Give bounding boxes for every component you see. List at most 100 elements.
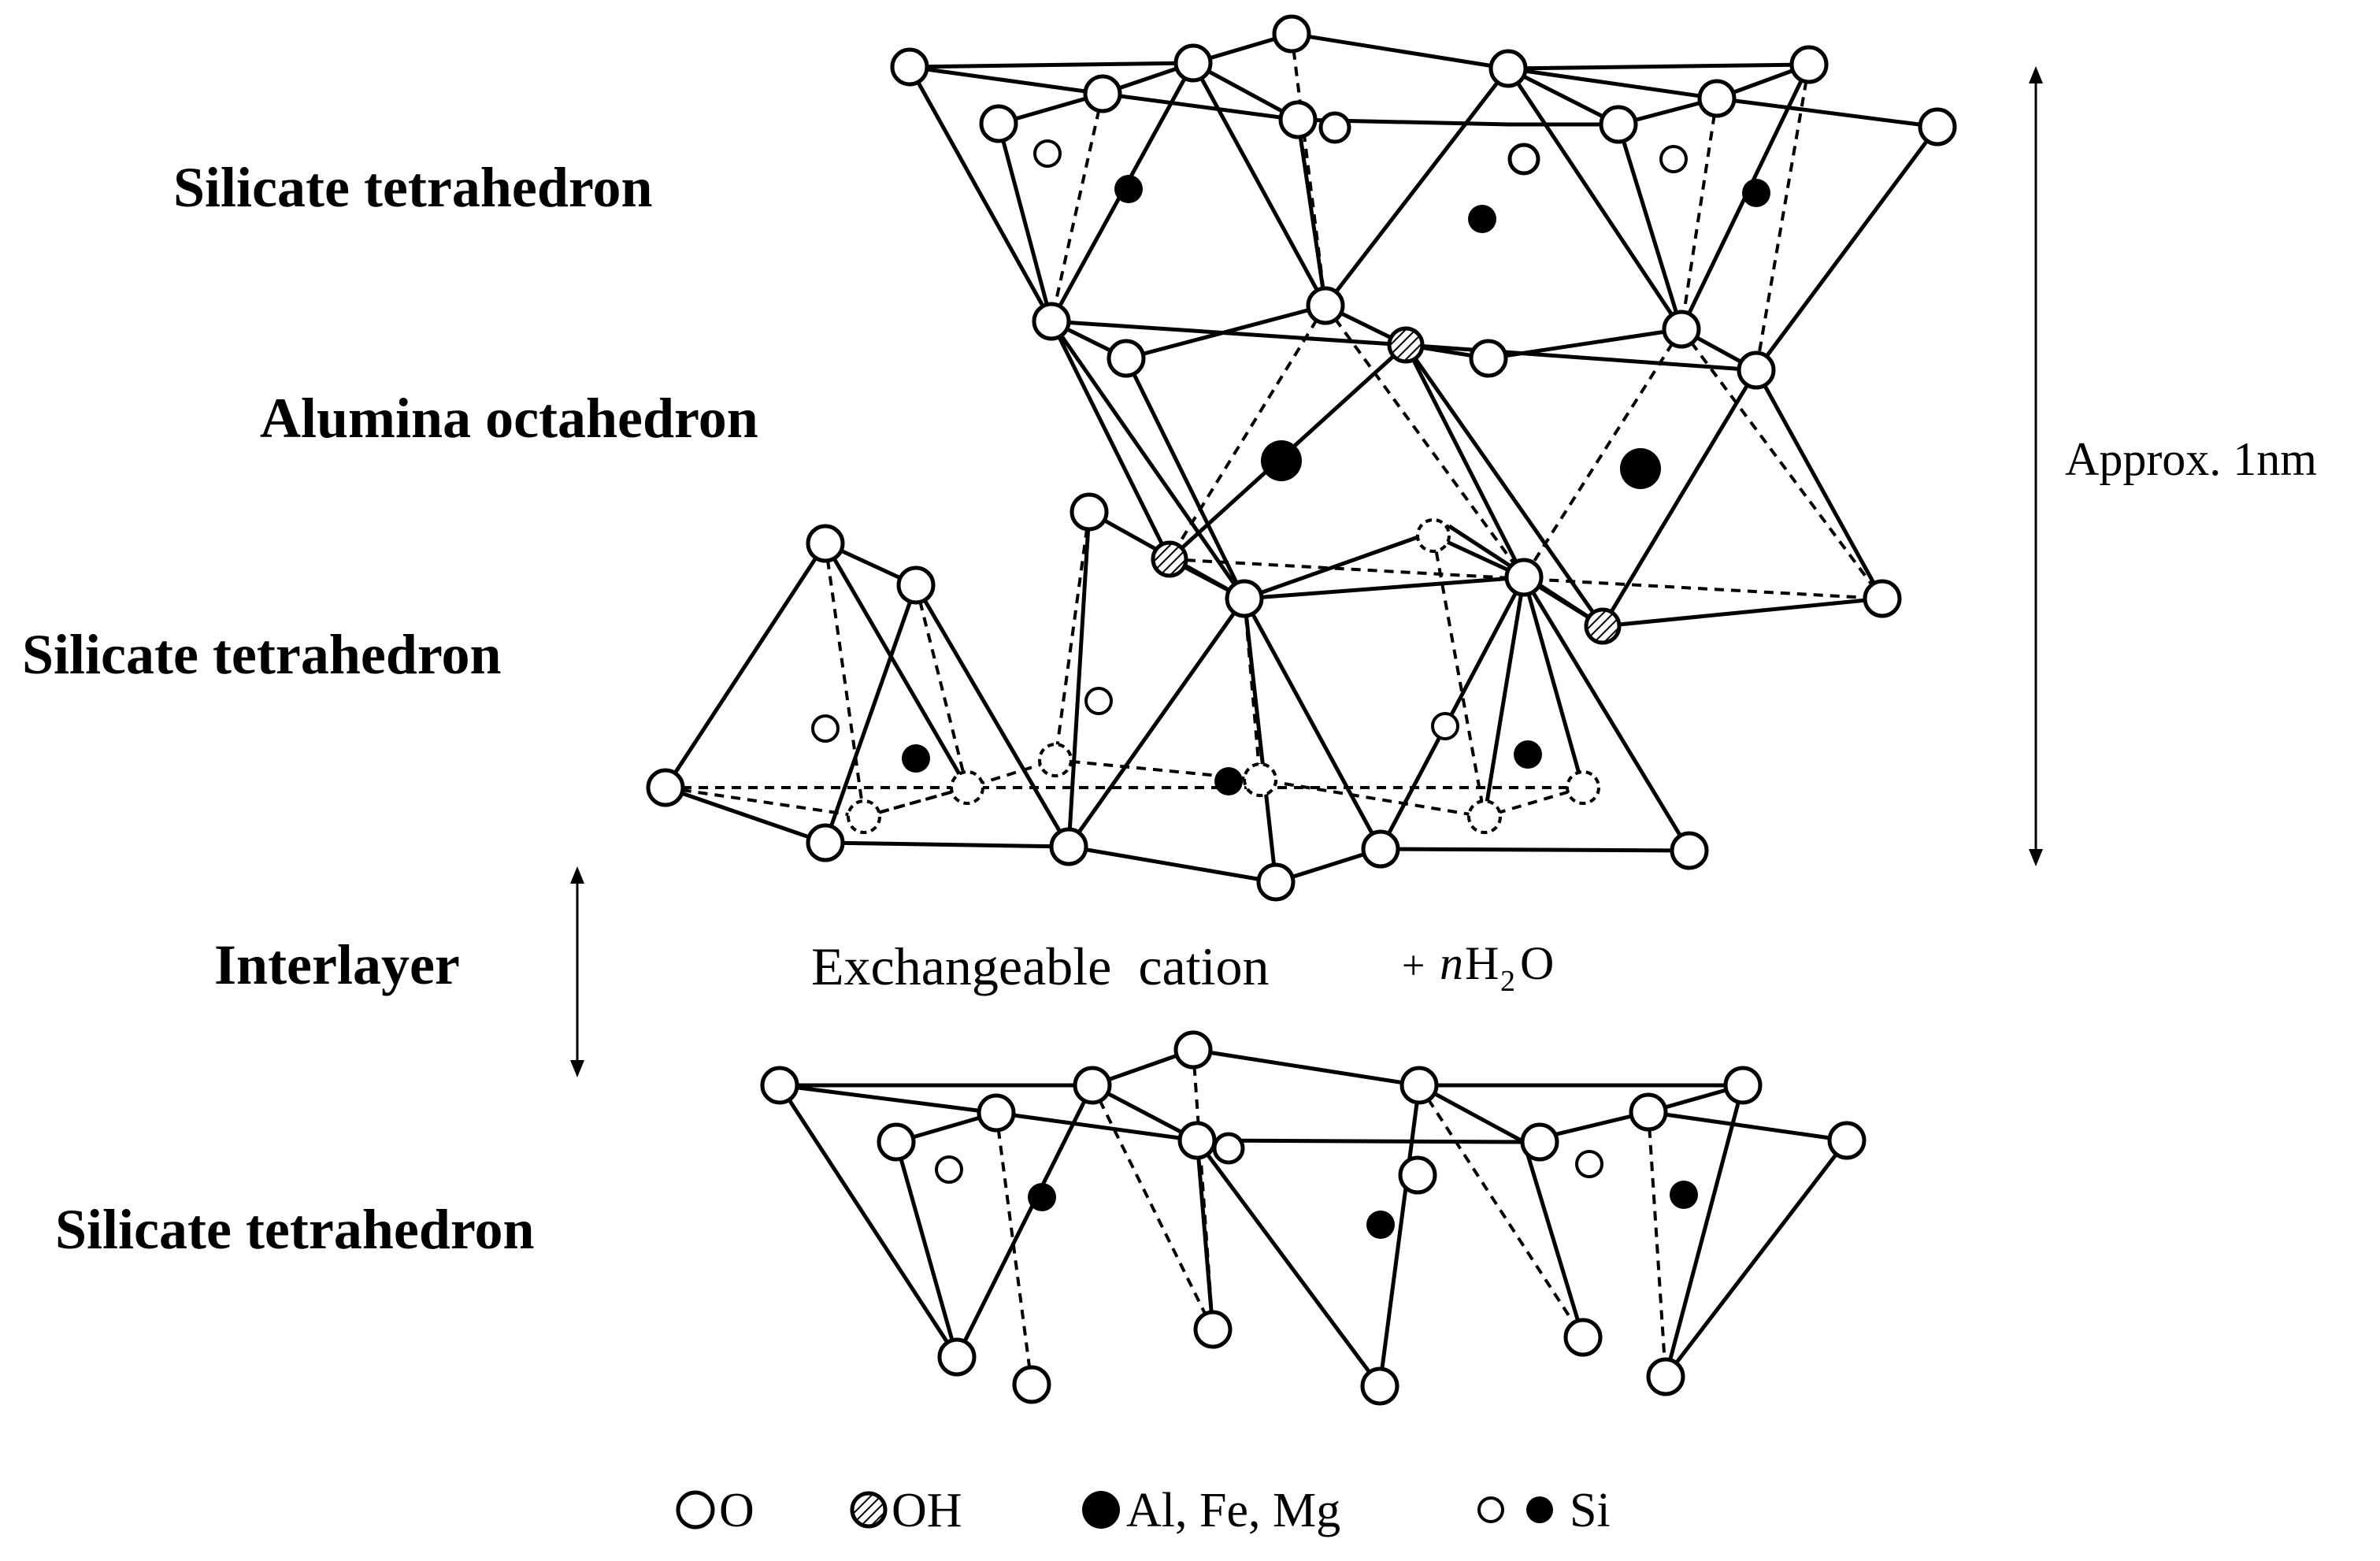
oxygen-atom — [1049, 827, 1088, 866]
legend-silicon-label: Si — [1570, 1484, 1611, 1537]
legend-silicon-filled-icon — [1526, 1496, 1553, 1523]
oxygen-atom — [1173, 43, 1213, 83]
oxygen-atom — [1278, 100, 1318, 139]
oxygen-atom — [1272, 14, 1311, 54]
metal-atom — [1261, 440, 1302, 481]
oxygen-atom — [1070, 492, 1109, 532]
oxygen-atom-hidden — [847, 799, 881, 834]
formula-o: O — [1520, 937, 1554, 989]
hydroxyl-atom — [1584, 607, 1622, 645]
oxygen-atom — [1177, 1121, 1217, 1160]
oxygen-atom — [1662, 310, 1701, 349]
oxygen-atom — [1599, 105, 1638, 144]
oxygen-atom — [1398, 1155, 1437, 1195]
oxygen-atom — [1107, 339, 1146, 378]
label-silicate-tetrahedron-bottom: Silicate tetrahedron — [55, 1198, 535, 1261]
hydroxyl-atom — [1151, 540, 1188, 578]
oxygen-atom — [1520, 1122, 1559, 1162]
legend-oxygen-icon — [676, 1490, 715, 1529]
interlayer-arrow — [570, 866, 584, 1077]
silicon-atom-open — [935, 1155, 963, 1184]
silicon-atom-open — [1033, 139, 1062, 168]
oxygen-atom — [1469, 339, 1508, 378]
oxygen-atom — [937, 1337, 977, 1377]
legend-metal-icon — [1082, 1491, 1120, 1529]
oxygen-atom — [1723, 1066, 1763, 1105]
silicon-atom — [1028, 1183, 1056, 1211]
label-interlayer: Interlayer — [214, 933, 460, 996]
silicon-atom-open — [1431, 712, 1459, 740]
silicon-atom — [1114, 175, 1143, 203]
oxygen-atom — [1507, 143, 1540, 176]
oxygen-atom — [1083, 74, 1122, 113]
exchangeable-cation-label: Exchangeable cation — [811, 936, 1270, 996]
silicon-atom-open — [811, 714, 840, 743]
thickness-label: Approx. 1nm — [2065, 433, 2317, 485]
oxygen-atom — [1012, 1365, 1051, 1404]
hydroxyl-atom — [1387, 326, 1425, 364]
oxygen-atom — [1670, 831, 1709, 870]
legend-oxygen-label: O — [719, 1484, 754, 1537]
oxygen-atom — [1225, 579, 1264, 618]
label-alumina-octahedron: Alumina octahedron — [260, 387, 758, 450]
oxygen-atom — [1737, 350, 1776, 390]
oxygen-atom — [1306, 286, 1345, 325]
oxygen-atom — [1918, 107, 1957, 146]
atom-nodes — [646, 14, 1957, 1406]
oxygen-atom — [977, 1093, 1016, 1133]
silicon-atom — [1742, 179, 1770, 207]
oxygen-atom — [896, 565, 936, 605]
oxygen-atom-hidden — [1467, 799, 1502, 834]
oxygen-atom — [1827, 1121, 1867, 1160]
label-silicate-tetrahedron-middle: Silicate tetrahedron — [22, 623, 502, 686]
oxygen-atom — [1399, 1066, 1439, 1105]
oxygen-atom — [1361, 829, 1400, 869]
oxygen-atom — [1360, 1366, 1399, 1406]
oxygen-atom — [1863, 579, 1902, 618]
oxygen-atom-hidden — [1038, 743, 1073, 777]
oxygen-atom — [760, 1066, 799, 1105]
oxygen-atom — [1488, 49, 1528, 88]
oxygen-atom — [1073, 1066, 1112, 1105]
oxygen-atom — [806, 823, 845, 862]
oxygen-atom — [1789, 45, 1829, 84]
oxygen-atom — [806, 524, 845, 563]
oxygen-atom — [979, 104, 1018, 143]
legend-hydroxyl-icon — [850, 1491, 888, 1529]
oxygen-atom — [1256, 862, 1296, 902]
plus-sign: + — [1402, 944, 1425, 988]
silicon-atom-open — [1084, 687, 1113, 715]
oxygen-atom — [1629, 1092, 1668, 1132]
oxygen-atom — [1646, 1357, 1685, 1396]
silicon-atom-open — [1659, 145, 1688, 173]
legend-hydroxyl-label: OH — [892, 1484, 962, 1537]
legend: O OH Al, Fe, Mg Si — [676, 1484, 1611, 1537]
formula-n: n — [1440, 937, 1463, 989]
oxygen-atom-hidden — [1416, 518, 1451, 553]
oxygen-atom — [890, 47, 929, 87]
oxygen-atom — [1318, 111, 1351, 144]
legend-metal-label: Al, Fe, Mg — [1126, 1484, 1340, 1537]
thickness-arrow — [2029, 66, 2043, 866]
silicon-atom — [1514, 740, 1542, 769]
oxygen-atom — [1504, 558, 1544, 597]
oxygen-atom — [877, 1122, 916, 1162]
oxygen-atom — [1193, 1310, 1233, 1349]
metal-atom — [1620, 448, 1661, 489]
silicon-atom — [1468, 205, 1496, 233]
silicon-atom — [1214, 767, 1243, 795]
oxygen-atom-hidden — [1566, 770, 1600, 805]
oxygen-atom — [1212, 1132, 1245, 1165]
oxygen-atom — [1697, 79, 1737, 118]
oxygen-atom — [1032, 302, 1071, 341]
oxygen-atom — [1563, 1318, 1603, 1357]
bottom-silicate-sheet — [777, 1047, 1848, 1388]
label-silicate-tetrahedron-top: Silicate tetrahedron — [173, 156, 653, 219]
formula-h: H — [1465, 937, 1499, 989]
silicon-atom — [1670, 1181, 1698, 1209]
oxygen-atom — [646, 768, 685, 807]
oxygen-atom-hidden — [950, 770, 984, 805]
oxygen-atom — [1173, 1030, 1213, 1070]
formula-subscript: 2 — [1500, 965, 1515, 998]
silicon-atom — [902, 744, 930, 773]
